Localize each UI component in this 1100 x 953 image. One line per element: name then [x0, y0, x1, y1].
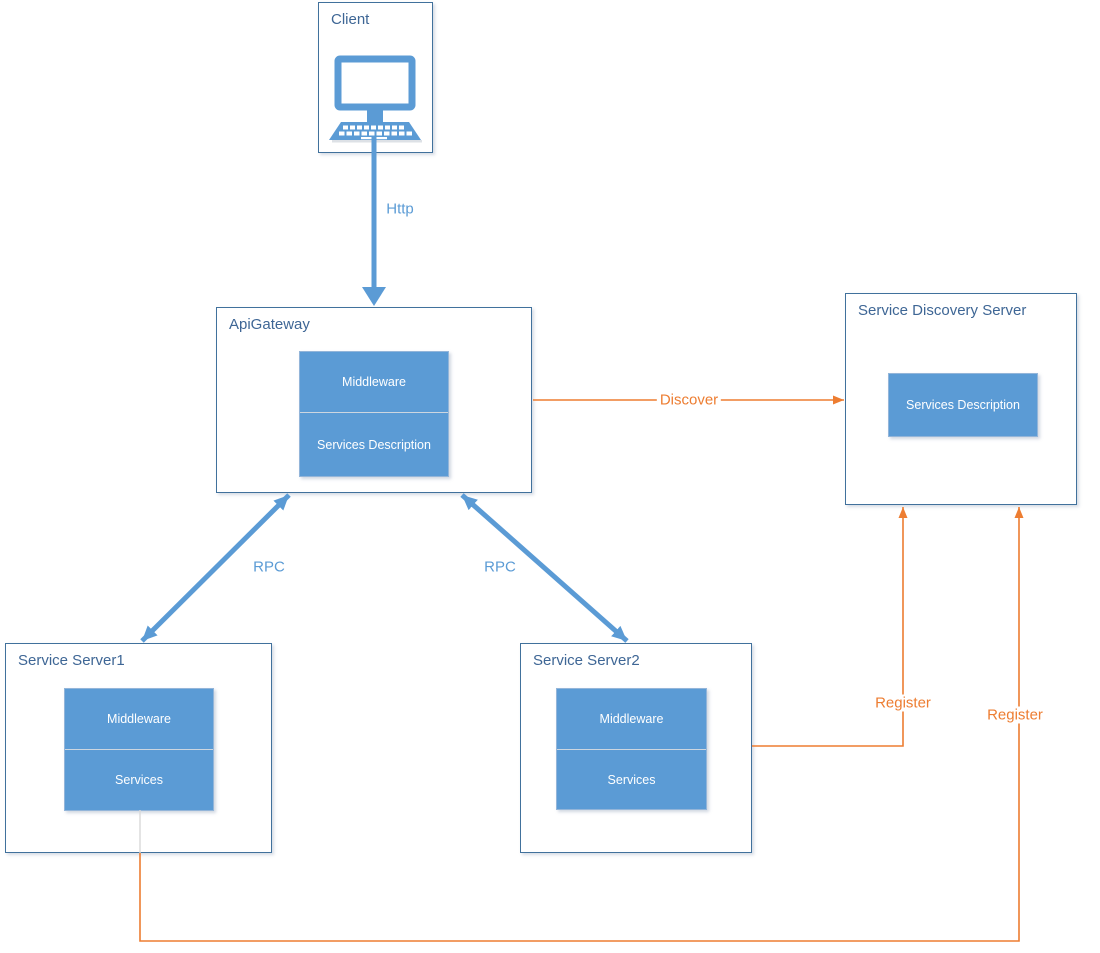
server2-services-box: Services: [557, 749, 706, 809]
server1-stack: Middleware Services: [64, 688, 214, 811]
monitor-stand-shape: [367, 110, 383, 122]
keyboard-keys: [339, 125, 412, 140]
http-arrow: [362, 137, 386, 306]
edge-label-register-server2: Register: [872, 694, 934, 712]
edge-label-rpc-right: RPC: [484, 558, 516, 576]
api-gateway-stack: Middleware Services Description: [299, 351, 449, 477]
server1-middleware-box: Middleware: [107, 712, 171, 726]
node-service-server2-title: Service Server2: [533, 652, 640, 669]
node-client-title: Client: [331, 11, 370, 28]
node-service-server1: Service Server1 Middleware Services: [5, 643, 272, 853]
edge-label-register-server1: Register: [984, 706, 1046, 724]
server2-middleware-box: Middleware: [599, 712, 664, 726]
discovery-services-description-box: Services Description: [906, 398, 1020, 412]
edge-label-discover: Discover: [656, 391, 722, 409]
node-service-server1-title: Service Server1: [18, 652, 125, 669]
node-client: Client: [318, 2, 433, 153]
server2-stack: Middleware Services: [556, 688, 707, 810]
edge-label-http: Http: [386, 200, 414, 218]
monitor-shape: [334, 55, 416, 111]
edge-label-rpc-left: RPC: [253, 558, 285, 576]
discovery-stack: Services Description: [888, 373, 1038, 437]
node-api-gateway-title: ApiGateway: [229, 316, 310, 333]
server1-services-box: Services: [65, 749, 213, 810]
api-gateway-services-description-box: Services Description: [300, 412, 448, 476]
node-api-gateway: ApiGateway Middleware Services Descripti…: [216, 307, 532, 493]
computer-icon: [329, 55, 422, 143]
api-gateway-middleware-box: Middleware: [342, 375, 406, 389]
node-service-discovery-server: Service Discovery Server Services Descri…: [845, 293, 1077, 505]
keyboard-shadow: [332, 140, 422, 143]
node-service-server2: Service Server2 Middleware Services: [520, 643, 752, 853]
node-service-discovery-server-title: Service Discovery Server: [858, 302, 1027, 319]
